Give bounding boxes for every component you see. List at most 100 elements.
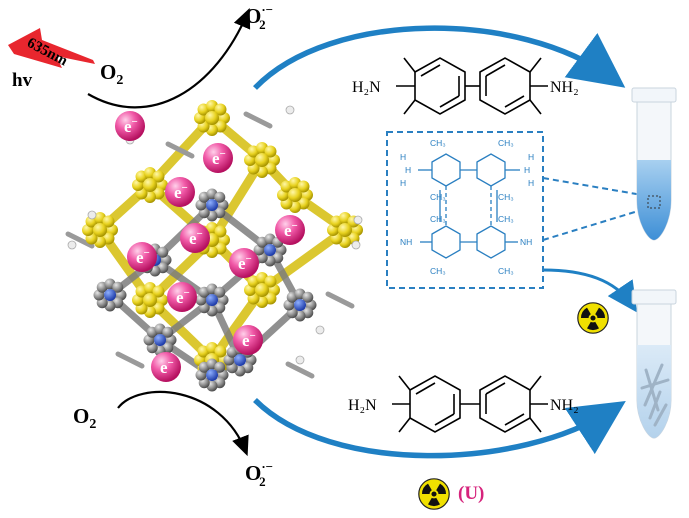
electron-sphere-icon: e− (115, 111, 145, 141)
strut (115, 351, 145, 369)
electron-label: e− (189, 228, 203, 248)
electron-sphere-icon: e− (127, 242, 157, 272)
electron-sphere-icon: e− (151, 352, 181, 382)
metal-center (294, 299, 306, 311)
electron-label: e− (176, 287, 190, 307)
strut (165, 141, 195, 159)
radiation-icon (577, 302, 609, 334)
electron-label: e− (238, 253, 252, 273)
electron-sphere (165, 177, 195, 207)
yellow-node (93, 223, 107, 237)
electrons-group: e− e− e− e− e− e− e− e− e− e− (115, 111, 305, 382)
gray-atom (214, 191, 226, 203)
electron-sphere-icon: e− (233, 325, 263, 355)
electron-sphere-icon: e− (165, 177, 195, 207)
gray-atom (214, 361, 226, 373)
yellow-node (143, 293, 157, 307)
zoom-line-top (542, 177, 649, 197)
metal-center (104, 289, 116, 301)
electron-sphere (203, 143, 233, 173)
laser-bolt-icon (8, 28, 95, 68)
terminal-atom (285, 105, 295, 115)
dimer-structure (418, 153, 520, 259)
precipitate (640, 363, 670, 427)
yellow-atom (264, 145, 277, 158)
yellow-node (205, 111, 219, 125)
superoxide-bottom-label: O·−2 (245, 459, 273, 489)
o2-top-arrow (87, 7, 251, 109)
yellow-node (288, 188, 302, 202)
strut (243, 111, 273, 129)
electron-sphere (275, 215, 305, 245)
nh-label: NH (400, 237, 412, 247)
electron-label: e− (212, 148, 226, 168)
electron-sphere-icon: e− (180, 223, 210, 253)
test-tube-icon (631, 289, 677, 439)
ch3-label: CH₃ (430, 192, 446, 202)
gray-atom (214, 286, 226, 298)
wavelength-label: 635nm (24, 35, 70, 70)
superoxide-top-label: O·−2 (245, 2, 273, 32)
ch3-label: CH₃ (498, 266, 514, 276)
o2-top-label: O2 (100, 60, 123, 88)
terminal-atom (295, 355, 305, 365)
yellow-atom (152, 170, 165, 183)
ch3-label: CH₃ (498, 192, 514, 202)
h-label: H (524, 165, 530, 175)
electron-sphere (115, 111, 145, 141)
zoom-line-bottom (542, 207, 649, 241)
gray-atom (157, 246, 169, 258)
ch3-label: CH₃ (498, 214, 514, 224)
radiation-icon (418, 478, 450, 510)
electron-sphere (233, 325, 263, 355)
hv-label: hv (12, 70, 33, 91)
gray-atom (302, 291, 314, 303)
top-blue-arrow (253, 25, 626, 90)
benzidine-top (396, 57, 548, 115)
electron-label: e− (160, 357, 174, 377)
h-label: H (400, 178, 406, 188)
test-tube-icon (631, 87, 677, 241)
ch3-label: CH₃ (430, 138, 446, 148)
electron-label: e− (284, 220, 298, 240)
gray-atom (112, 281, 124, 293)
electron-sphere (167, 282, 197, 312)
electron-label: e− (174, 182, 188, 202)
electron-sphere-icon: e− (275, 215, 305, 245)
o2-bottom-arrow (117, 390, 249, 457)
yellow-node (338, 223, 352, 237)
yellow-atom (152, 285, 165, 298)
h-label: H (528, 178, 534, 188)
yellow-node (255, 283, 269, 297)
metal-center (154, 334, 166, 346)
electron-sphere (127, 242, 157, 272)
electron-sphere-icon: e− (229, 248, 259, 278)
h-label: H (400, 152, 406, 162)
electron-sphere (151, 352, 181, 382)
o2-bottom-label: O2 (73, 404, 96, 432)
electron-label: e− (124, 116, 138, 136)
terminal-atom (67, 240, 77, 250)
electron-sphere (229, 248, 259, 278)
ch3-label: CH₃ (430, 214, 446, 224)
yellow-atom (214, 225, 227, 238)
middle-blue-arrow (542, 268, 638, 313)
benzidine-bottom (392, 375, 548, 433)
yellow-atom (297, 180, 310, 193)
yellow-node (255, 153, 269, 167)
strut (285, 361, 315, 379)
yellow-atom (102, 215, 115, 228)
gray-atom (162, 326, 174, 338)
h-label: H (528, 152, 534, 162)
electron-sphere-icon: e− (203, 143, 233, 173)
amine-right-top: NH₂ (550, 79, 579, 96)
amine-left-top: H₂N (352, 79, 381, 96)
dimer-inset-box (386, 131, 544, 289)
terminal-atom (87, 210, 97, 220)
ch3-label: CH₃ (498, 138, 514, 148)
metal-center (264, 244, 276, 256)
yellow-atom (214, 103, 227, 116)
electron-label: e− (242, 330, 256, 350)
metal-center (206, 294, 218, 306)
electron-sphere (180, 223, 210, 253)
